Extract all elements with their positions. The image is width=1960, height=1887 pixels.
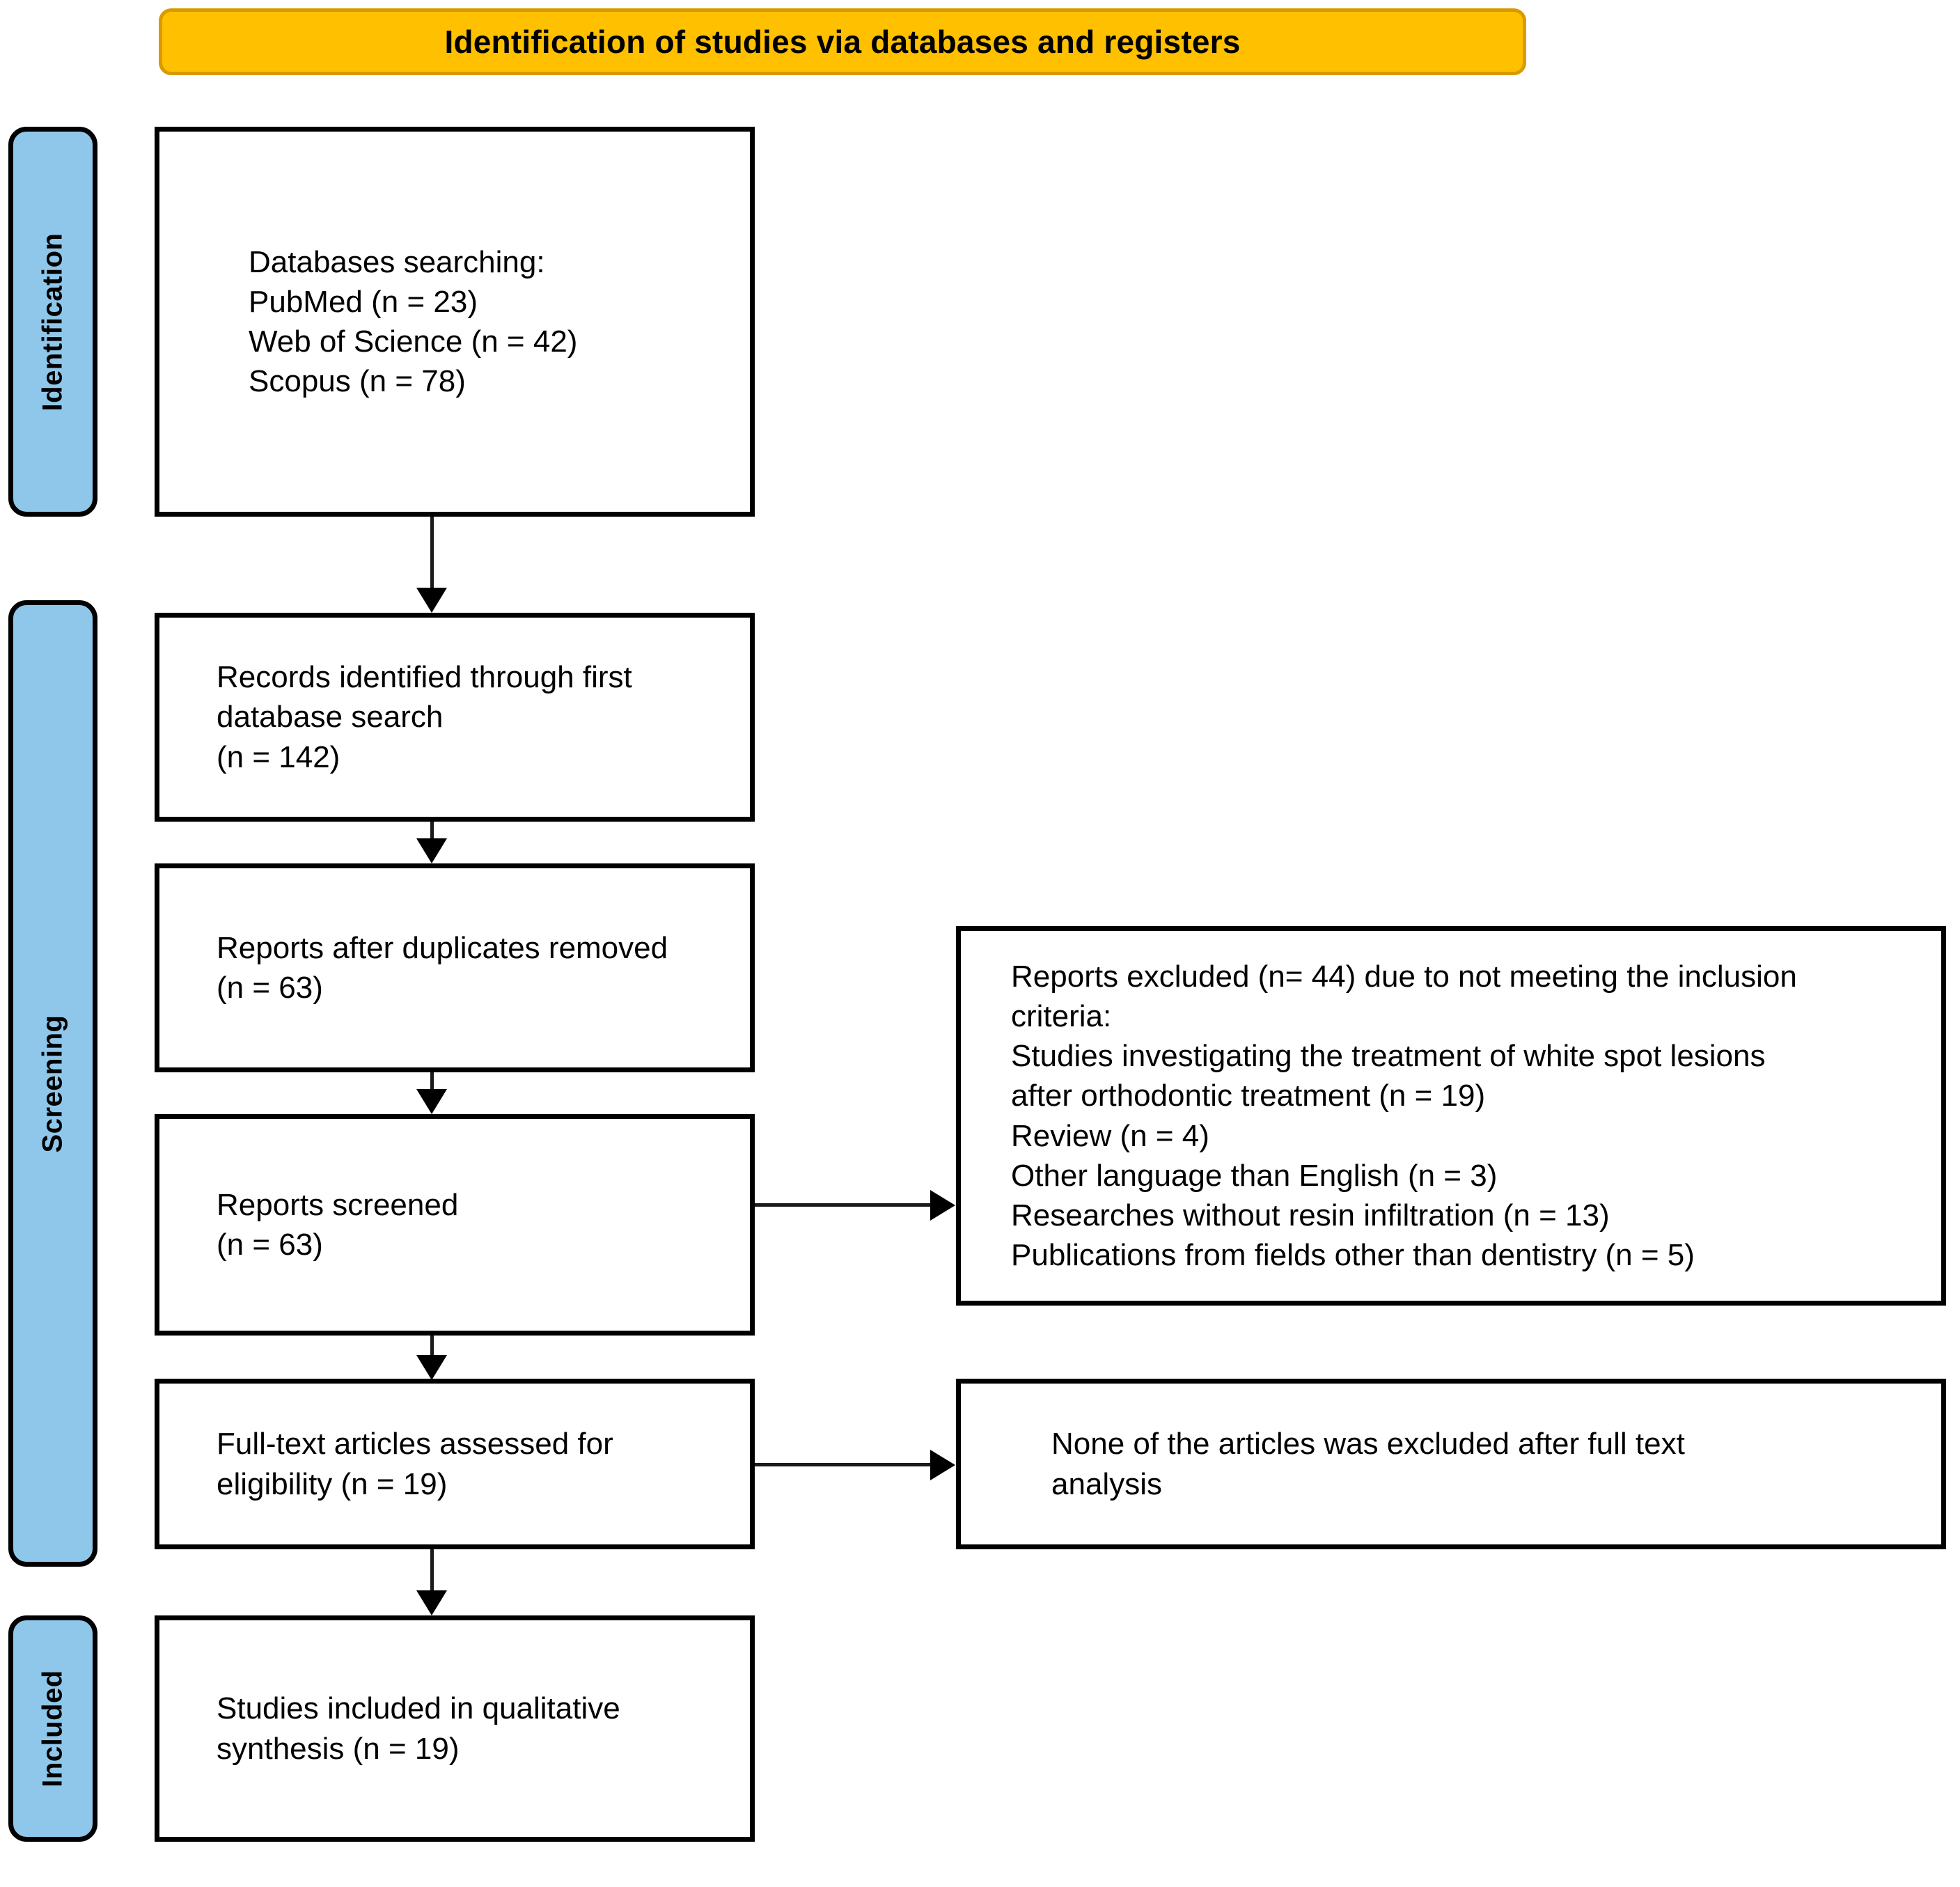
- arrow-records-to-duplicates: [430, 822, 434, 838]
- box-records-identified: Records identified through first databas…: [155, 613, 755, 822]
- box-records-identified-text: Records identified through first databas…: [217, 660, 632, 774]
- arrow-fulltext-to-none-excluded: [755, 1463, 930, 1466]
- arrow-fulltext-to-included: [430, 1549, 434, 1590]
- arrow-fulltext-to-none-excluded-head: [930, 1450, 955, 1480]
- arrow-screened-to-fulltext: [430, 1336, 434, 1355]
- arrow-duplicates-to-screened: [430, 1072, 434, 1089]
- arrow-screened-to-excluded: [755, 1203, 930, 1207]
- box-fulltext-articles-assessed-text: Full-text articles assessed for eligibil…: [217, 1427, 613, 1501]
- stage-bar-included: Included: [8, 1615, 97, 1842]
- stage-label-identification: Identification: [37, 233, 68, 411]
- box-databases-searching-text: Databases searching: PubMed (n = 23) Web…: [249, 244, 578, 399]
- stage-bar-identification: Identification: [8, 127, 97, 517]
- box-studies-included-qualitative-synthesis: Studies included in qualitative synthesi…: [155, 1615, 755, 1842]
- arrow-duplicates-to-screened-head: [416, 1089, 447, 1114]
- box-none-excluded-after-fulltext-text: None of the articles was excluded after …: [1051, 1427, 1685, 1501]
- box-reports-excluded-text: Reports excluded (n= 44) due to not meet…: [1011, 959, 1797, 1273]
- stage-label-included: Included: [37, 1670, 68, 1787]
- stage-bar-screening: Screening: [8, 600, 97, 1567]
- arrow-screened-to-fulltext-head: [416, 1355, 447, 1380]
- diagram-title: Identification of studies via databases …: [444, 24, 1241, 60]
- box-reports-after-duplicates-removed: Reports after duplicates removed (n = 63…: [155, 863, 755, 1072]
- box-reports-excluded: Reports excluded (n= 44) due to not meet…: [956, 926, 1946, 1306]
- box-reports-after-duplicates-removed-text: Reports after duplicates removed (n = 63…: [217, 930, 668, 1005]
- box-fulltext-articles-assessed: Full-text articles assessed for eligibil…: [155, 1379, 755, 1549]
- diagram-header-banner: Identification of studies via databases …: [159, 8, 1526, 75]
- arrow-records-to-duplicates-head: [416, 838, 447, 863]
- box-studies-included-qualitative-synthesis-text: Studies included in qualitative synthesi…: [217, 1691, 620, 1766]
- box-reports-screened-text: Reports screened (n = 63): [217, 1187, 459, 1262]
- arrow-screened-to-excluded-head: [930, 1190, 955, 1221]
- arrow-databases-to-records: [430, 517, 434, 588]
- box-databases-searching: Databases searching: PubMed (n = 23) Web…: [155, 127, 755, 517]
- box-reports-screened: Reports screened (n = 63): [155, 1114, 755, 1336]
- stage-label-screening: Screening: [37, 1015, 68, 1152]
- arrow-fulltext-to-included-head: [416, 1590, 447, 1615]
- arrow-databases-to-records-head: [416, 588, 447, 613]
- box-none-excluded-after-fulltext: None of the articles was excluded after …: [956, 1379, 1946, 1549]
